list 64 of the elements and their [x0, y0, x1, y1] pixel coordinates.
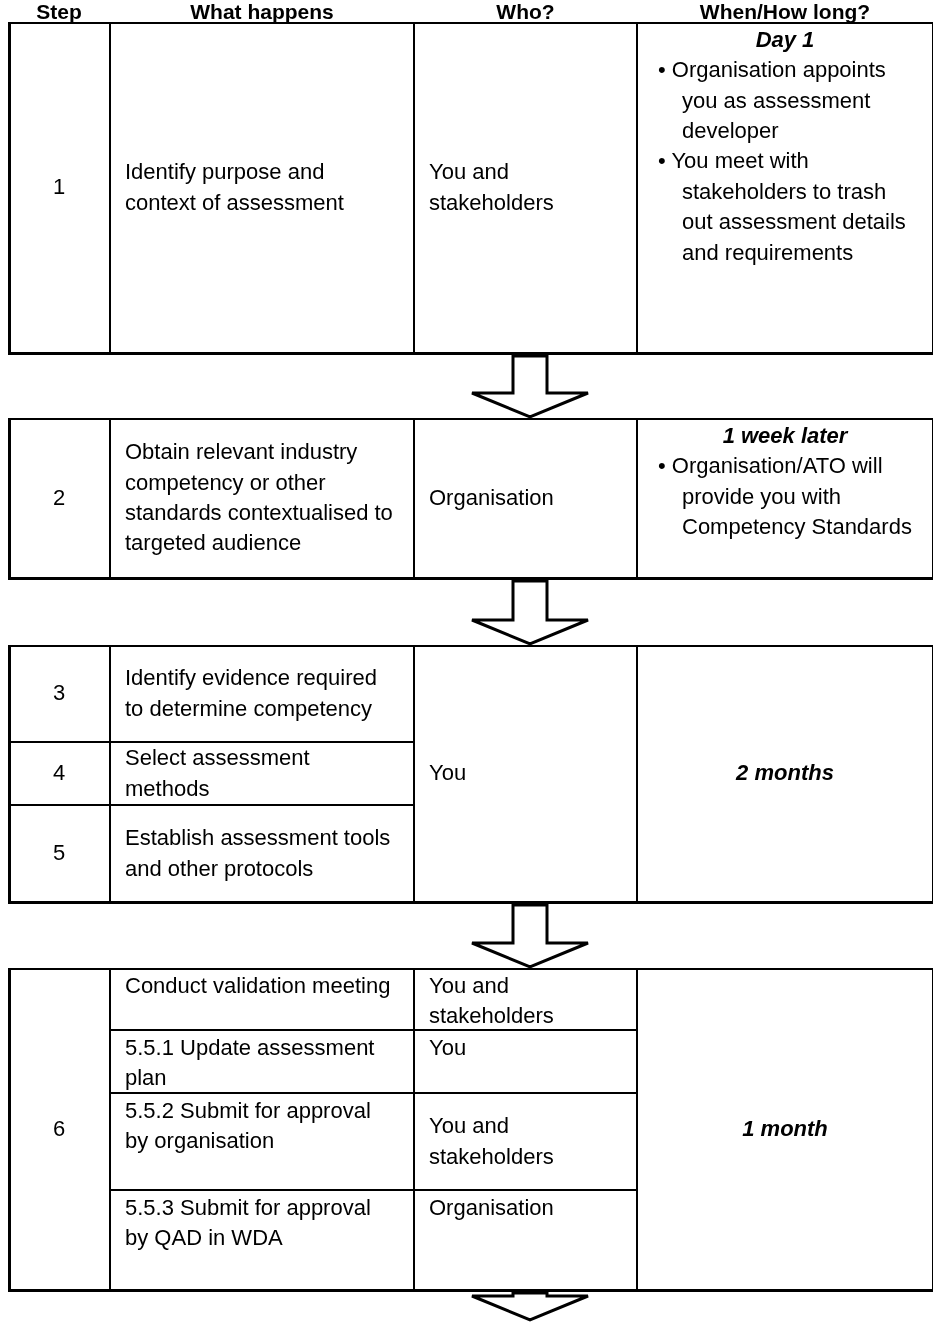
table-block: [8, 645, 933, 904]
step-description: Establish assessment tools and other protocols: [125, 824, 392, 883]
table-block: [8, 968, 933, 1292]
table-cell: [110, 22, 414, 353]
block-arrow: [470, 354, 590, 419]
responsible-party: Organisation: [429, 1194, 555, 1222]
table-cell: [8, 645, 110, 742]
table-cell: [414, 645, 637, 902]
table-cell: [110, 742, 414, 805]
step-description: Conduct validation meeting: [125, 972, 392, 1000]
table-cell: [414, 1093, 637, 1190]
table-cell: [110, 418, 414, 578]
step-description: Select assessment methods: [125, 744, 311, 803]
responsible-party: Organisation: [429, 483, 555, 512]
table-cell: [414, 1190, 637, 1290]
table-cell: [110, 805, 414, 902]
step-description: 5.5.2 Submit for approval by organisation: [125, 1097, 372, 1156]
table-cell: [414, 1030, 637, 1093]
step-description: Identify evidence required to determine competency: [125, 664, 378, 723]
table-cell: [110, 645, 414, 742]
responsible-party: You: [429, 759, 468, 788]
column-header: When/How long?: [698, 0, 872, 24]
column-header: What happens: [189, 0, 335, 24]
timing-heading: 1 week later: [721, 422, 850, 450]
bullet-item: • Organisation/ATO will provide you with Competency Standards: [657, 452, 913, 542]
step-number: 2: [51, 483, 67, 512]
column-header: Step: [35, 0, 83, 24]
table-cell: [8, 742, 110, 805]
table-cell: [637, 968, 933, 1290]
table-cell: [414, 22, 637, 353]
step-description: 5.5.1 Update assessment plan: [125, 1034, 376, 1093]
step-number: 4: [51, 759, 67, 788]
step-number: 5: [51, 839, 67, 868]
responsible-party: You: [429, 1034, 468, 1062]
responsible-party: You and stakeholders: [429, 1112, 555, 1171]
table-cell: [110, 1093, 414, 1190]
table-cell: [414, 968, 637, 1030]
block-arrow: [470, 903, 590, 969]
step-number: 3: [51, 679, 67, 708]
responsible-party: You and stakeholders: [429, 158, 555, 217]
responsible-party: You and stakeholders: [429, 972, 555, 1031]
bullet-item: • You meet with stakeholders to trash out assessment details and requirements: [657, 147, 907, 267]
table-block: [8, 22, 933, 355]
bullet-item: • Organisation appoints you as assessment developer: [657, 56, 887, 146]
table-cell: [637, 418, 933, 578]
block-arrow: [470, 1291, 590, 1322]
table-cell: [110, 968, 414, 1030]
step-description: 5.5.3 Submit for approval by QAD in WDA: [125, 1194, 372, 1253]
step-description: Identify purpose and context of assessment: [125, 158, 345, 217]
step-description: Obtain relevant industry competency or other standards contextualised to targeted audience: [125, 438, 394, 558]
table-cell: [110, 1030, 414, 1093]
block-arrow: [470, 579, 590, 646]
timing-heading: Day 1: [754, 26, 816, 54]
table-cell: [110, 1190, 414, 1290]
step-number: 1: [51, 173, 67, 202]
timing-heading: 2 months: [734, 759, 835, 788]
table-block: [8, 418, 933, 580]
timing-heading: 1 month: [741, 1114, 829, 1143]
table-cell: [637, 22, 933, 353]
table-cell: [414, 418, 637, 578]
table-cell: [637, 645, 933, 902]
table-cell: [8, 805, 110, 902]
column-header: Who?: [495, 0, 556, 24]
step-number: 6: [51, 1114, 67, 1143]
